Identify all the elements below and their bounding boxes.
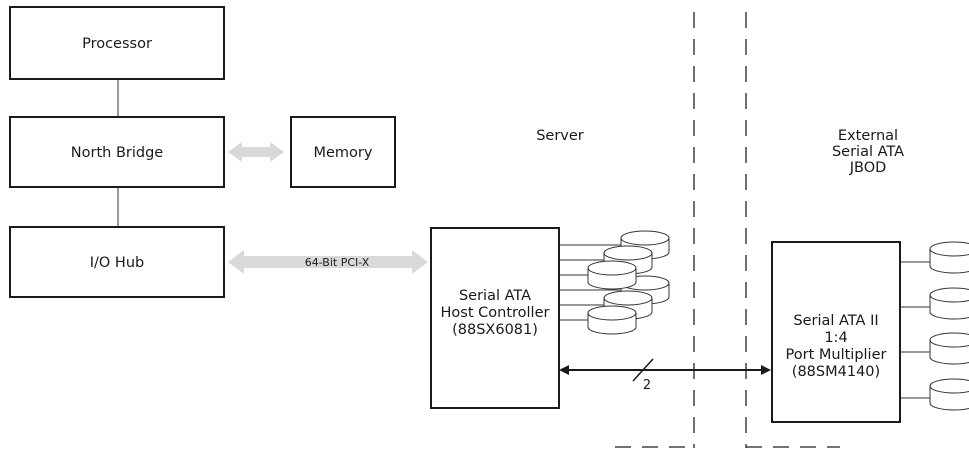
- host-controller-block: [430, 227, 560, 409]
- memory-bus-arrow: [228, 142, 284, 162]
- memory-block: [290, 116, 396, 188]
- io-hub-label: I/O Hub: [90, 255, 144, 271]
- external-label-line-2: Serial ATA: [832, 144, 904, 160]
- processor-label: Processor: [82, 36, 152, 52]
- server-region-label: Server: [536, 128, 584, 144]
- sata-cable-arrow: [559, 358, 771, 382]
- disk-icon: [929, 287, 969, 320]
- disk-icon: [929, 378, 969, 411]
- disk-icon: [929, 332, 969, 365]
- host-disk-links: [559, 244, 621, 321]
- external-label-line-1: External: [838, 128, 898, 144]
- north-bridge-block: [9, 116, 225, 188]
- host-controller-line-3: (88SX6081): [452, 322, 538, 338]
- host-controller-line-1: Serial ATA: [459, 288, 531, 304]
- disk-icon: [929, 241, 969, 274]
- port-multiplier-line-1: Serial ATA II: [793, 313, 878, 329]
- disk-icon: [587, 260, 637, 290]
- io-hub-block: [9, 226, 225, 298]
- north-bridge-label: North Bridge: [71, 145, 164, 161]
- jbod-disk-links: [900, 261, 930, 399]
- host-controller-line-2: Host Controller: [441, 305, 550, 321]
- disk-icon: [620, 230, 670, 260]
- port-multiplier-line-3: Port Multiplier: [786, 347, 887, 363]
- port-multiplier-block: [771, 241, 901, 423]
- processor-block: [9, 6, 225, 80]
- external-label-line-3: JBOD: [849, 160, 887, 176]
- pci-bus-label: 64-Bit PCI-X: [305, 256, 370, 269]
- jbod-disk-stack: [929, 241, 969, 411]
- port-multiplier-line-4: (88SM4140): [792, 364, 880, 380]
- memory-label: Memory: [314, 145, 373, 161]
- pci-bus-arrow: [228, 250, 428, 274]
- disk-icon: [587, 305, 637, 335]
- cable-count-label: 2: [643, 378, 651, 393]
- port-multiplier-line-2: 1:4: [824, 330, 847, 346]
- server-disk-stack: [587, 230, 670, 335]
